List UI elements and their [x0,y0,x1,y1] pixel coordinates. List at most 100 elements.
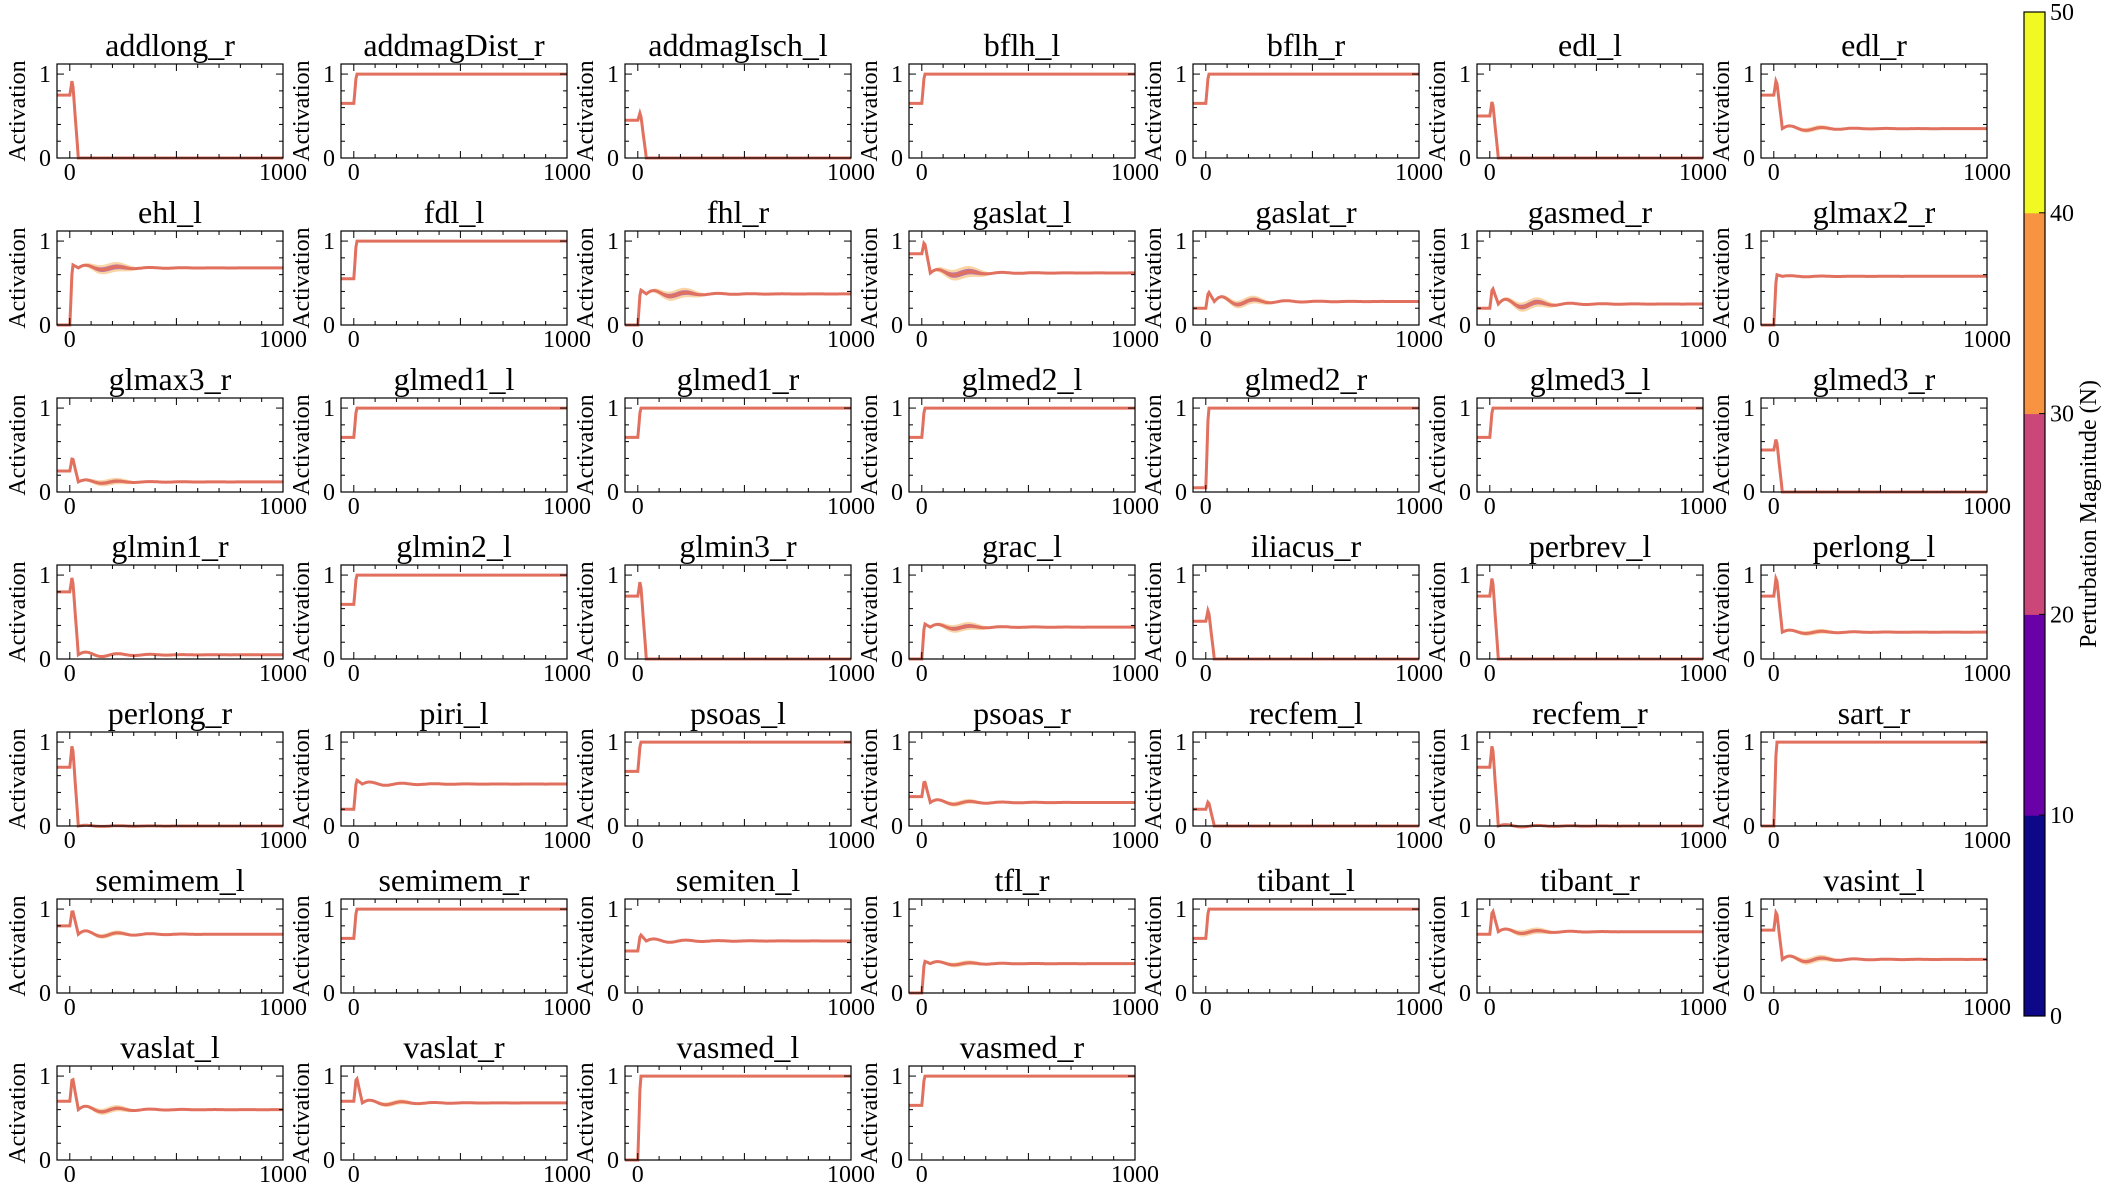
colorbar-segment [2024,413,2045,615]
x-tick-label: 1000 [1111,494,1159,520]
y-tick-label: 1 [1743,563,1755,589]
y-tick-label: 1 [323,229,335,255]
x-tick-label: 1000 [543,327,591,353]
activation-line [341,1075,567,1107]
y-tick-label: 0 [1743,313,1755,339]
x-tick-label: 0 [632,327,644,353]
y-tick-label: 1 [1459,563,1471,589]
y-axis-label: Activation [5,895,31,996]
x-tick-label: 0 [64,160,76,186]
subplot-title: vasmed_l [677,1029,800,1065]
x-tick-label: 0 [1200,995,1212,1021]
y-tick-label: 1 [39,396,51,422]
y-tick-label: 0 [891,1148,903,1174]
subplot-title: glmed2_r [1245,361,1368,397]
subplot-title: glmed1_r [677,361,800,397]
axes-frame [56,898,284,994]
axes-frame [908,1065,1136,1161]
y-axis-label: Activation [1709,227,1735,328]
colorbar-segment [2024,815,2045,1017]
x-tick-label: 1000 [827,327,875,353]
axes-frame [624,564,852,660]
y-axis-label: Activation [5,394,31,495]
x-tick-label: 1000 [1395,160,1443,186]
x-tick-label: 0 [632,494,644,520]
y-tick-label: 0 [39,1148,51,1174]
axes-frame [1760,731,1988,827]
subplot-title: grac_l [982,528,1062,564]
subplot-title: psoas_l [690,695,786,731]
x-tick-label: 0 [64,494,76,520]
y-tick-label: 1 [891,1064,903,1090]
x-tick-label: 0 [348,828,360,854]
activation-line [57,910,283,938]
x-tick-label: 0 [1768,995,1780,1021]
x-tick-label: 0 [64,828,76,854]
y-tick-label: 0 [607,146,619,172]
axes-frame [1192,230,1420,326]
colorbar-tick-label: 40 [2050,201,2074,227]
y-tick-label: 1 [1175,229,1187,255]
y-tick-label: 0 [607,814,619,840]
y-tick-label: 1 [1175,396,1187,422]
variance-band-outer [909,243,1135,281]
y-tick-label: 0 [1459,814,1471,840]
x-tick-label: 0 [1768,494,1780,520]
y-tick-label: 1 [39,563,51,589]
activation-line [1193,907,1419,940]
axes-frame [1192,731,1420,827]
y-tick-label: 1 [39,62,51,88]
axes-frame [56,1065,284,1161]
x-tick-label: 1000 [1395,494,1443,520]
activation-line [57,577,283,658]
y-axis-label: Activation [289,60,315,161]
x-tick-label: 0 [1200,160,1212,186]
y-tick-label: 1 [1175,563,1187,589]
subplot-title: edl_l [1558,27,1622,63]
subplot-title: glmin3_r [679,528,797,564]
activation-line [341,573,567,606]
x-tick-label: 0 [632,160,644,186]
y-tick-label: 0 [607,647,619,673]
x-tick-label: 0 [64,661,76,687]
y-tick-label: 1 [1743,396,1755,422]
y-tick-label: 0 [891,313,903,339]
x-tick-label: 1000 [1111,828,1159,854]
y-tick-label: 0 [891,146,903,172]
y-axis-label: Activation [857,728,883,829]
x-tick-label: 0 [1484,995,1496,1021]
axes-frame [624,397,852,493]
x-tick-label: 0 [916,327,928,353]
x-tick-label: 1000 [543,494,591,520]
variance-band-inner [1761,912,1987,964]
axes-frame [340,898,568,994]
subplot-title: addmagDist_r [363,27,545,63]
y-tick-label: 1 [1459,229,1471,255]
x-tick-label: 0 [348,995,360,1021]
y-axis-label: Activation [289,895,315,996]
colorbar-segment [2024,212,2045,415]
x-tick-label: 0 [1484,828,1496,854]
x-tick-label: 0 [1484,327,1496,353]
x-tick-label: 0 [1200,327,1212,353]
y-tick-label: 0 [1459,146,1471,172]
axes-frame [1476,731,1704,827]
variance-band-outer [1477,289,1703,312]
subplot-title: fhl_r [707,194,770,230]
variance-band-outer [57,1079,283,1115]
